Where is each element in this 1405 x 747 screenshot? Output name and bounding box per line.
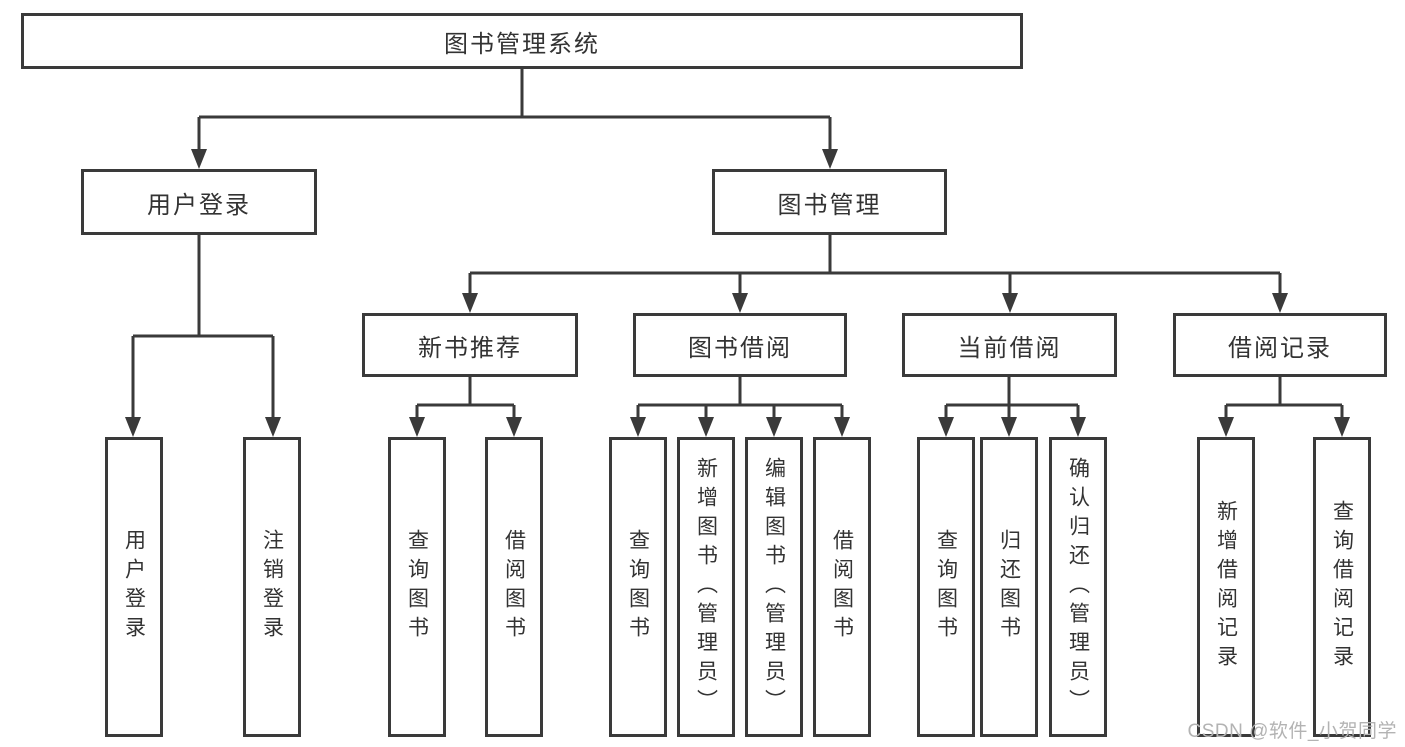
- leaf-add-borrow-record: 新增借阅记录: [1197, 437, 1255, 737]
- arrow-down-icon: [766, 417, 782, 437]
- node-book-management: 图书管理: [712, 169, 947, 235]
- connector-user-login-fan: [131, 235, 275, 420]
- arrow-down-icon: [1001, 417, 1017, 437]
- connector-book-management-fan: [468, 235, 1282, 296]
- leaf-logout-label: 注销登录: [260, 529, 284, 645]
- connector-book-borrow-fan: [636, 377, 844, 420]
- arrow-down-icon: [1070, 417, 1086, 437]
- node-new-book-recommend-label: 新书推荐: [418, 334, 522, 362]
- leaf-borrow-book-recommend: 借阅图书: [485, 437, 543, 737]
- connector-root-to-level2: [197, 69, 832, 151]
- leaf-confirm-return-admin-label: 确认归还（管理员）: [1066, 456, 1090, 718]
- leaf-add-book-admin: 新增图书（管理员）: [677, 437, 735, 737]
- node-borrow-records-label: 借阅记录: [1228, 334, 1332, 362]
- arrow-down-icon: [732, 293, 748, 313]
- leaf-borrow-book-label: 借阅图书: [830, 529, 854, 645]
- node-root-label: 图书管理系统: [444, 30, 600, 58]
- leaf-query-book-borrow: 查询图书: [609, 437, 667, 737]
- leaf-query-book-borrow-label: 查询图书: [626, 529, 650, 645]
- leaf-add-book-admin-label: 新增图书（管理员）: [694, 456, 718, 718]
- leaf-user-login-label: 用户登录: [122, 529, 146, 645]
- arrow-down-icon: [1272, 293, 1288, 313]
- node-book-borrow: 图书借阅: [633, 313, 847, 377]
- leaf-borrow-book: 借阅图书: [813, 437, 871, 737]
- arrow-down-icon: [822, 149, 838, 169]
- leaf-add-borrow-record-label: 新增借阅记录: [1214, 500, 1238, 674]
- node-borrow-records: 借阅记录: [1173, 313, 1387, 377]
- node-book-borrow-label: 图书借阅: [688, 334, 792, 362]
- arrow-down-icon: [630, 417, 646, 437]
- node-current-borrow: 当前借阅: [902, 313, 1117, 377]
- leaf-borrow-book-recommend-label: 借阅图书: [502, 529, 526, 645]
- leaf-confirm-return-admin: 确认归还（管理员）: [1049, 437, 1107, 737]
- leaf-query-borrow-record-label: 查询借阅记录: [1330, 500, 1354, 674]
- leaf-query-borrow-record: 查询借阅记录: [1313, 437, 1371, 737]
- arrow-down-icon: [506, 417, 522, 437]
- node-user-login: 用户登录: [81, 169, 317, 235]
- arrow-down-icon: [1218, 417, 1234, 437]
- arrow-down-icon: [191, 149, 207, 169]
- leaf-logout: 注销登录: [243, 437, 301, 737]
- leaf-return-book: 归还图书: [980, 437, 1038, 737]
- leaf-query-book-recommend: 查询图书: [388, 437, 446, 737]
- arrow-down-icon: [698, 417, 714, 437]
- connector-borrow-records-fan: [1224, 377, 1344, 420]
- arrow-down-icon: [125, 417, 141, 437]
- arrow-down-icon: [462, 293, 478, 313]
- leaf-return-book-label: 归还图书: [997, 529, 1021, 645]
- node-new-book-recommend: 新书推荐: [362, 313, 578, 377]
- arrow-down-icon: [265, 417, 281, 437]
- arrow-down-icon: [834, 417, 850, 437]
- leaf-user-login: 用户登录: [105, 437, 163, 737]
- node-user-login-label: 用户登录: [147, 191, 251, 219]
- csdn-watermark: CSDN @软件_小贺同学: [1187, 721, 1397, 742]
- arrow-down-icon: [938, 417, 954, 437]
- leaf-query-book-recommend-label: 查询图书: [405, 529, 429, 645]
- connector-new-book-fan: [415, 377, 516, 420]
- arrow-down-icon: [1002, 293, 1018, 313]
- arrow-down-icon: [409, 417, 425, 437]
- leaf-query-book-current: 查询图书: [917, 437, 975, 737]
- arrow-down-icon: [1334, 417, 1350, 437]
- leaf-edit-book-admin: 编辑图书（管理员）: [745, 437, 803, 737]
- node-root-library-system: 图书管理系统: [21, 13, 1023, 69]
- connector-current-borrow-fan: [944, 377, 1080, 420]
- node-book-management-label: 图书管理: [777, 191, 882, 219]
- leaf-query-book-current-label: 查询图书: [934, 529, 958, 645]
- node-current-borrow-label: 当前借阅: [957, 334, 1062, 362]
- leaf-edit-book-admin-label: 编辑图书（管理员）: [762, 456, 786, 718]
